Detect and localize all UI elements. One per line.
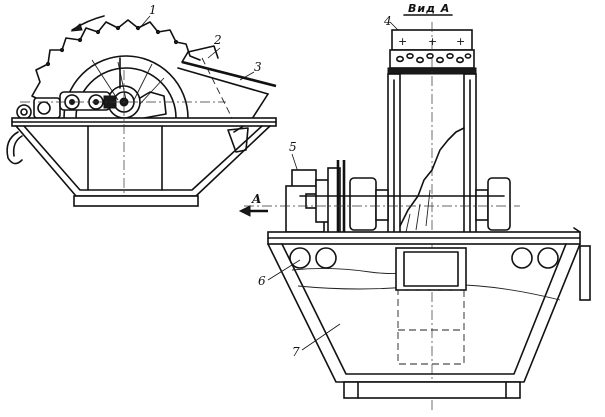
callout-6: 6 [258, 274, 266, 288]
svg-text:+: + [456, 35, 465, 48]
svg-text:+: + [398, 35, 407, 48]
callout-1: 1 [149, 3, 157, 17]
callout-5: 5 [289, 140, 297, 154]
svg-text:+: + [428, 35, 437, 48]
callout-4: 4 [383, 14, 392, 28]
section-mark: A [251, 192, 261, 206]
callout-3: 3 [254, 60, 262, 74]
side-view: 1 2 3 [6, 3, 277, 207]
callout-2: 2 [213, 33, 222, 47]
view-a: Вид А 4 + + + 5 [238, 2, 591, 412]
callout-7: 7 [292, 345, 300, 359]
view-title: Вид А [408, 2, 450, 15]
